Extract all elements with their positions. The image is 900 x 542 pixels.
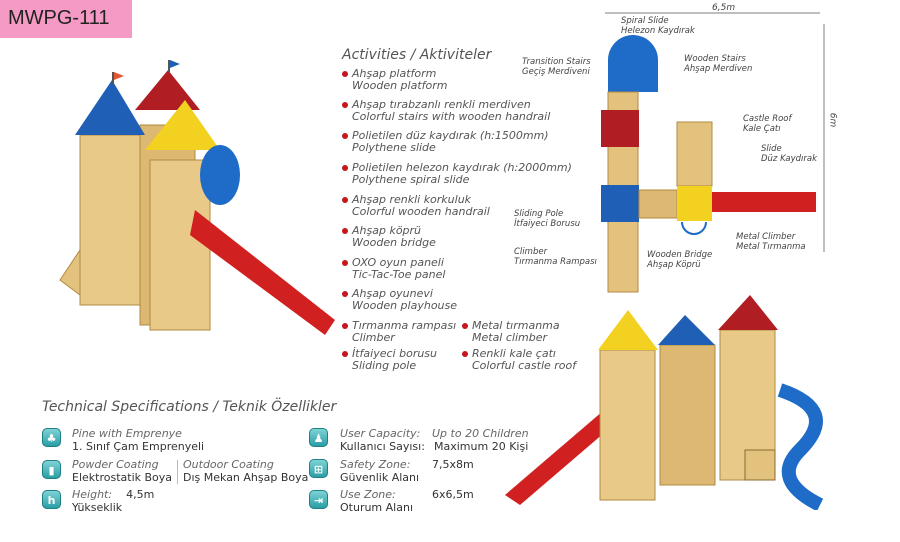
activity-tr: Renkli kale çatı xyxy=(472,347,556,360)
tree-icon: ♣ xyxy=(42,428,61,447)
activity-en: Sliding pole xyxy=(352,359,417,372)
activity-item: Polietilen helezon kaydırak (h:2000mm)Po… xyxy=(342,162,572,186)
playground-render-left xyxy=(59,60,335,335)
spec-use-value: 6x6,5m xyxy=(432,488,474,501)
safety-zone-icon: ⊞ xyxy=(309,459,328,478)
product-code-badge: MWPG-111 xyxy=(0,0,132,38)
activity-tr: Ahşap platform xyxy=(352,67,437,80)
activity-en: Metal climber xyxy=(472,331,548,344)
activity-en: Colorful castle roof xyxy=(472,359,577,372)
activity-tr: Ahşap tırabzanlı renkli merdiven xyxy=(352,98,531,111)
activity-tr: Polietilen helezon kaydırak (h:2000mm) xyxy=(352,161,572,174)
top-view-plan xyxy=(601,12,825,293)
use-zone-icon: ⇥ xyxy=(309,490,328,509)
activities-title: Activities / Aktiviteler xyxy=(342,47,492,63)
activity-en: Tic-Tac-Toe panel xyxy=(352,268,446,281)
activity-tr: OXO oyun paneli xyxy=(352,256,444,269)
activity-en: Polythene spiral slide xyxy=(352,173,470,186)
activity-en: Colorful wooden handrail xyxy=(352,205,490,218)
activity-en: Wooden playhouse xyxy=(352,299,458,312)
height-icon: h xyxy=(42,490,61,509)
activity-tr: Polietilen düz kaydırak (h:1500mm) xyxy=(352,129,549,142)
activity-en: Colorful stairs with wooden handrail xyxy=(352,110,551,123)
specs-title: Technical Specifications / Teknik Özelli… xyxy=(42,399,337,415)
activity-tr: İtfaiyeci borusu xyxy=(352,347,438,360)
activity-tr: Ahşap köprü xyxy=(352,224,422,237)
spec-use: Use Zone:Oturum Alanı xyxy=(340,488,413,514)
activity-tr: Metal tırmanma xyxy=(472,319,560,332)
plan-width: 6,5m xyxy=(712,3,736,13)
activity-tr: Tırmanma rampası xyxy=(352,319,457,332)
activity-item: Polietilen düz kaydırak (h:1500mm)Polyth… xyxy=(342,130,549,154)
activity-tr: Ahşap oyunevi xyxy=(352,287,433,300)
activity-en: Wooden bridge xyxy=(352,236,436,249)
activity-en: Climber xyxy=(352,331,395,344)
activity-en: Polythene slide xyxy=(352,141,436,154)
activity-tr: Ahşap renkli korkuluk xyxy=(352,193,472,206)
users-icon: ♟ xyxy=(309,428,328,447)
playground-render-right xyxy=(505,295,824,510)
divider xyxy=(177,460,178,484)
activity-en: Wooden platform xyxy=(352,79,448,92)
plan-depth: 6m xyxy=(827,112,838,128)
spec-safety: Safety Zone:Güvenlik Alanı xyxy=(340,458,420,484)
spec-capacity: User Capacity:Kullanıcı Sayısı: xyxy=(340,427,425,453)
spray-icon: ▮ xyxy=(42,460,61,479)
spec-safety-value: 7,5x8m xyxy=(432,458,474,471)
